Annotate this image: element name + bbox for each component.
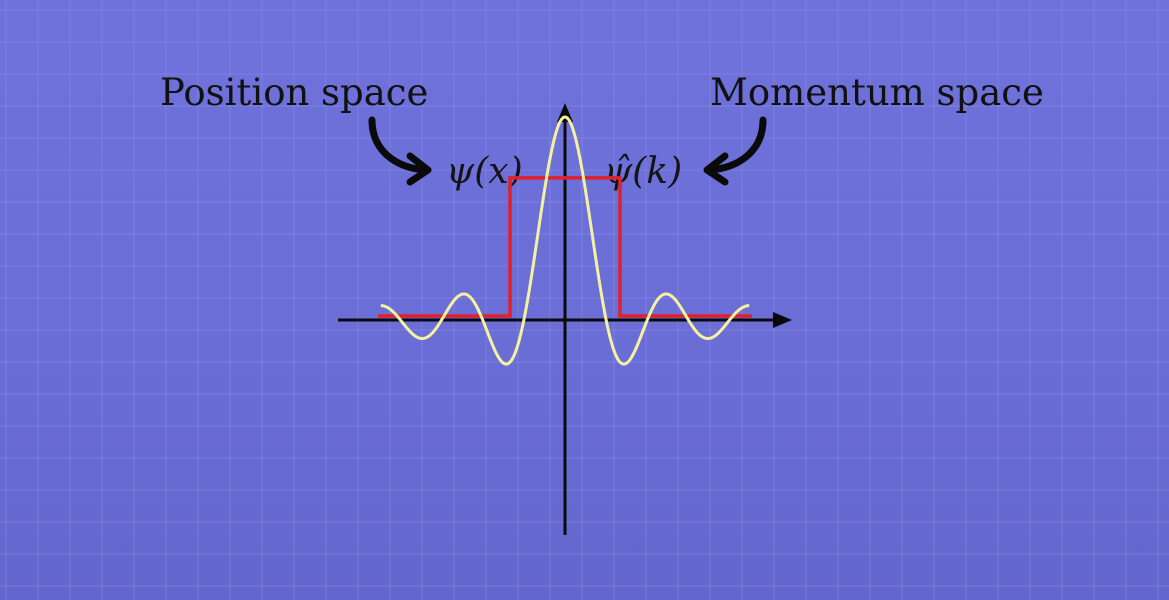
sinc-function-line [379, 115, 751, 366]
momentum-space-label: Momentum space [710, 71, 1044, 114]
curved-arrow-icon [368, 116, 432, 186]
psi-hat-k-label: ψ̂(k) [604, 151, 683, 192]
position-space-label: Position space [160, 71, 429, 114]
rect-function-line [378, 176, 752, 318]
curved-arrow-icon [703, 116, 767, 186]
x-axis-arrowhead [773, 312, 792, 328]
y-axis-arrowhead [557, 103, 573, 122]
